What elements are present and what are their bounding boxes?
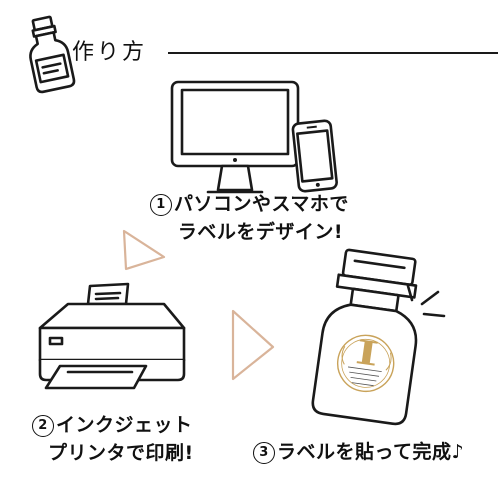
step-2-line1: インクジェット (56, 414, 193, 436)
step-3-number: 3 (253, 442, 275, 464)
printer-icon (38, 282, 186, 390)
step-2-line2: プリンタで印刷! (48, 442, 194, 464)
step-1-line2: ラベルをデザイン! (177, 221, 344, 243)
header-divider (168, 52, 498, 54)
labeled-bottle-icon (311, 248, 418, 426)
step-3-line1: ラベルを貼って完成♪ (277, 441, 465, 463)
sparkle-icon (406, 284, 446, 318)
arrow-right-icon (231, 309, 275, 381)
page-title: 作り方 (72, 40, 148, 65)
step-1-number: 1 (150, 194, 172, 216)
step-1-line1: パソコンやスマホで (174, 193, 349, 215)
monitor-icon (170, 80, 300, 194)
arrow-right-icon (122, 229, 166, 271)
smartphone-icon (291, 119, 338, 193)
step-2-number: 2 (32, 415, 54, 437)
bottle-icon (29, 15, 76, 94)
